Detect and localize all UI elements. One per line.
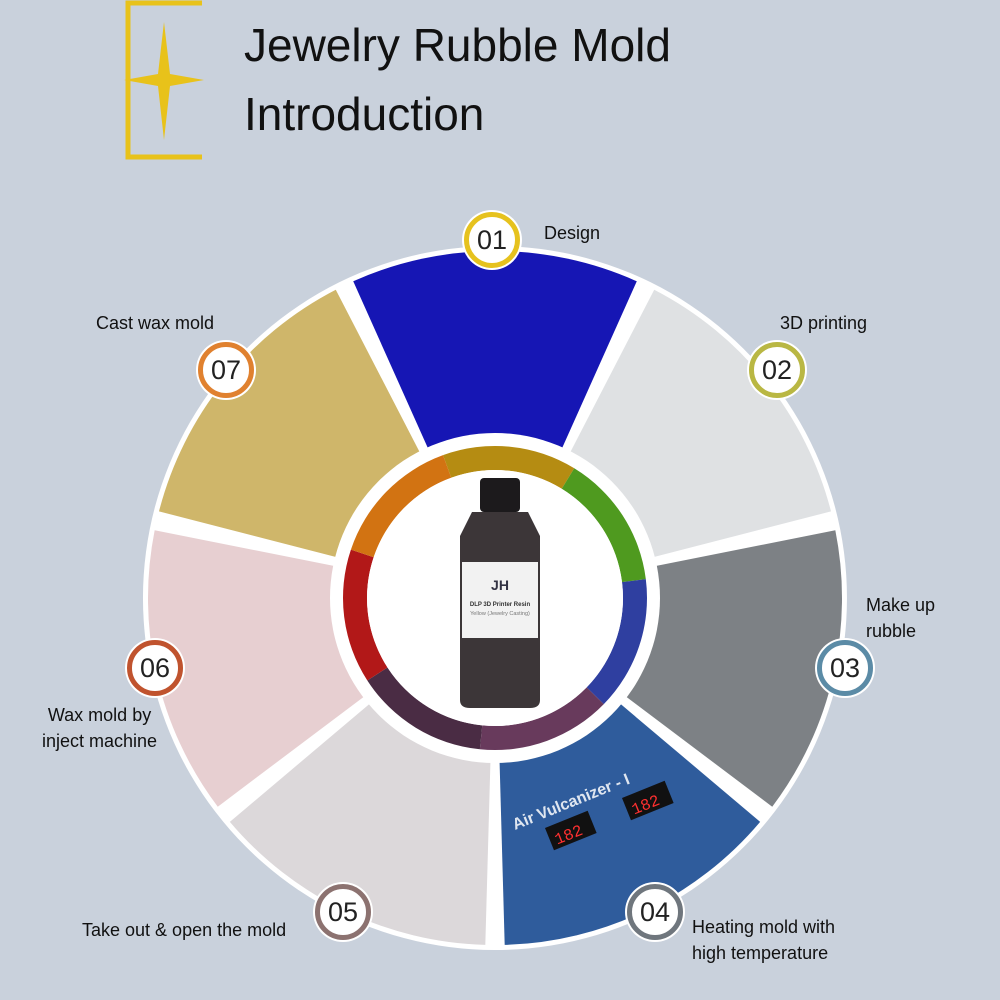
- step-badge-05: 05: [315, 884, 371, 940]
- title-line-2: Introduction: [244, 88, 485, 140]
- step-label-take-out: Take out & open the mold: [82, 920, 287, 940]
- resin-bottle: DLP 3D Printer Resin Yellow (Jewelry Cas…: [460, 478, 540, 708]
- color-ring-segment: [350, 455, 452, 558]
- color-ring-segment: [343, 549, 388, 681]
- step-badge-02: 02: [749, 342, 805, 398]
- step-badge-01: 01: [464, 212, 520, 268]
- color-ring-segment: [367, 667, 483, 750]
- color-ring-segment: [479, 687, 604, 750]
- bottle-label-title: DLP 3D Printer Resin: [470, 602, 531, 608]
- step-badge-07: 07: [198, 342, 254, 398]
- step-photo-01: [353, 251, 637, 598]
- step-badge-04: 04: [627, 884, 683, 940]
- color-ring-segment: [443, 446, 575, 489]
- star-logo-icon: [124, 0, 204, 160]
- title-line-1: Jewelry Rubble Mold: [244, 19, 671, 71]
- svg-text:JH: JH: [491, 577, 509, 593]
- step-label-design: Design: [544, 223, 601, 243]
- bottle-label-subtitle: Yellow (Jewelry Casting): [470, 611, 530, 617]
- color-ring-segment: [586, 579, 647, 705]
- step-badge-03: 03: [817, 640, 873, 696]
- color-ring-segment: [561, 468, 646, 583]
- step-badge-06: 06: [127, 640, 183, 696]
- step-label-cast-wax: Cast wax mold: [96, 313, 215, 333]
- step-label-3d-printing: 3D printing: [780, 313, 868, 333]
